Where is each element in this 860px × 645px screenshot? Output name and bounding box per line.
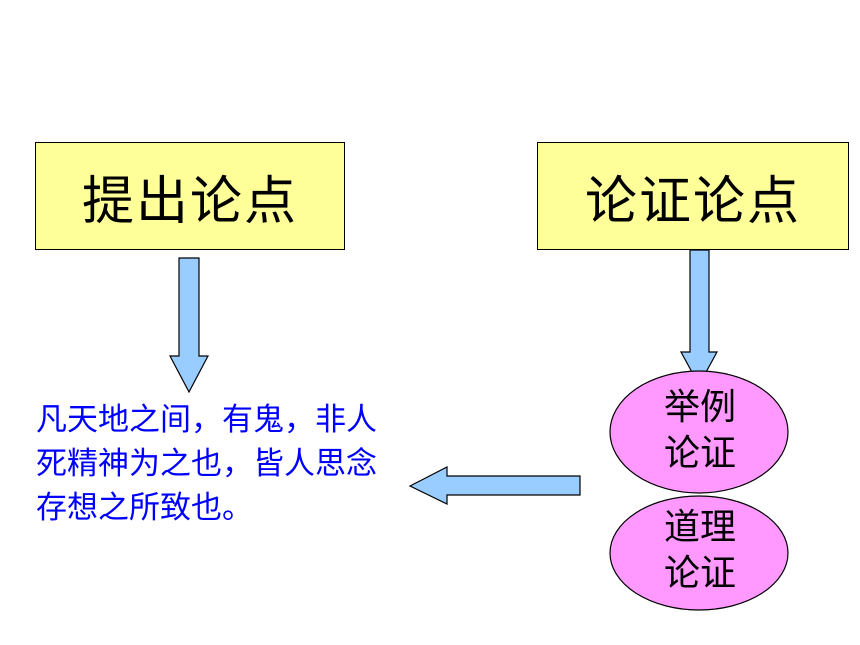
example-argument-label: 举例 论证 (612, 385, 788, 477)
thesis-box: 提出论点 (35, 142, 345, 250)
example-argument-ellipse (609, 370, 789, 494)
example-argument-line2: 论证 (663, 433, 736, 474)
argument-box-label: 论证论点 (584, 171, 801, 232)
reasoning-argument-line2: 论证 (663, 553, 736, 594)
down-arrow-right (679, 249, 719, 387)
down-arrow-left (169, 257, 209, 394)
reasoning-argument-label: 道理 论证 (612, 505, 788, 597)
reasoning-argument-line1: 道理 (663, 507, 736, 548)
quote-text: 凡天地之间，有鬼，非人死精神为之也，皆人思念存想之所致也。 (36, 402, 377, 526)
thesis-box-label: 提出论点 (81, 171, 298, 232)
reasoning-argument-ellipse (609, 495, 789, 611)
example-argument-line1: 举例 (663, 387, 736, 428)
left-arrow (408, 466, 581, 505)
